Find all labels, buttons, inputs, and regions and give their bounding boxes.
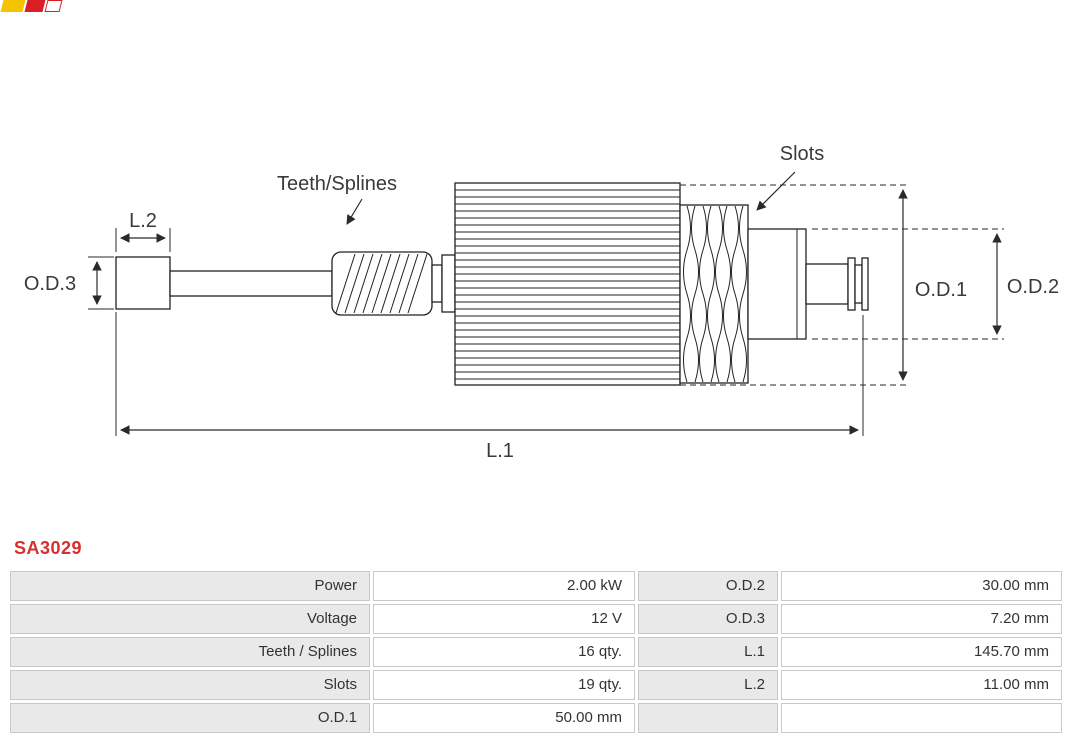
armature-core	[454, 182, 681, 386]
label-od1: O.D.1	[915, 279, 967, 301]
table-row: Slots 19 qty. L.2 11.00 mm	[10, 670, 1062, 700]
specifications-table: Power 2.00 kW O.D.2 30.00 mm Voltage 12 …	[10, 571, 1062, 736]
spec-value: 19 qty.	[373, 670, 635, 700]
table-row: Teeth / Splines 16 qty. L.1 145.70 mm	[10, 637, 1062, 667]
label-od2: O.D.2	[1007, 276, 1059, 298]
table-row: Power 2.00 kW O.D.2 30.00 mm	[10, 571, 1062, 601]
teeth-splines-pointer-arrow	[346, 198, 363, 225]
label-od3: O.D.3	[24, 273, 76, 295]
commutator	[679, 204, 749, 384]
spec-value: 2.00 kW	[373, 571, 635, 601]
spec-value: 30.00 mm	[781, 571, 1062, 601]
spec-value: 11.00 mm	[781, 670, 1062, 700]
table-row: Voltage 12 V O.D.3 7.20 mm	[10, 604, 1062, 634]
spec-value: 12 V	[373, 604, 635, 634]
spec-label: O.D.2	[638, 571, 778, 601]
od1-dashed-projection	[680, 184, 908, 386]
armature-body	[115, 182, 869, 386]
l1-extension-lines	[115, 312, 864, 436]
spec-value	[781, 703, 1062, 733]
spec-value: 7.20 mm	[781, 604, 1062, 634]
slots-pointer-arrow	[756, 171, 796, 211]
label-slots: Slots	[780, 143, 824, 165]
shaft-right	[805, 263, 849, 305]
shaft-collar-large	[441, 254, 456, 313]
spec-value: 50.00 mm	[373, 703, 635, 733]
spec-value: 145.70 mm	[781, 637, 1062, 667]
spec-label: O.D.1	[10, 703, 370, 733]
bearing-journal	[747, 228, 807, 340]
dimension-annotations	[88, 171, 1004, 436]
commutator-slots-texture	[683, 205, 747, 383]
spec-label: Slots	[10, 670, 370, 700]
od3-extension-lines	[88, 256, 114, 310]
label-l1: L.1	[486, 440, 514, 462]
shaft-left	[169, 270, 333, 297]
spec-label: L.1	[638, 637, 778, 667]
spec-label: Power	[10, 571, 370, 601]
shaft-end-left	[115, 256, 171, 310]
spec-label: L.2	[638, 670, 778, 700]
label-l2: L.2	[129, 210, 157, 232]
spline-section	[331, 251, 433, 316]
spec-label	[638, 703, 778, 733]
od2-dashed-projection	[812, 228, 1004, 340]
spec-value: 16 qty.	[373, 637, 635, 667]
table-row: O.D.1 50.00 mm	[10, 703, 1062, 733]
label-teeth-splines: Teeth/Splines	[277, 173, 397, 195]
armature-technical-drawing: Teeth/Splines Slots L.2 O.D.3 O.D.1 O.D.…	[24, 143, 1059, 462]
spec-label: Voltage	[10, 604, 370, 634]
spec-label: O.D.3	[638, 604, 778, 634]
part-number: SA3029	[14, 538, 83, 558]
shaft-end-right	[847, 257, 869, 311]
spec-label: Teeth / Splines	[10, 637, 370, 667]
core-laminations	[455, 189, 680, 380]
l2-extension-lines	[115, 228, 171, 252]
shaft-collar-small	[431, 264, 443, 303]
